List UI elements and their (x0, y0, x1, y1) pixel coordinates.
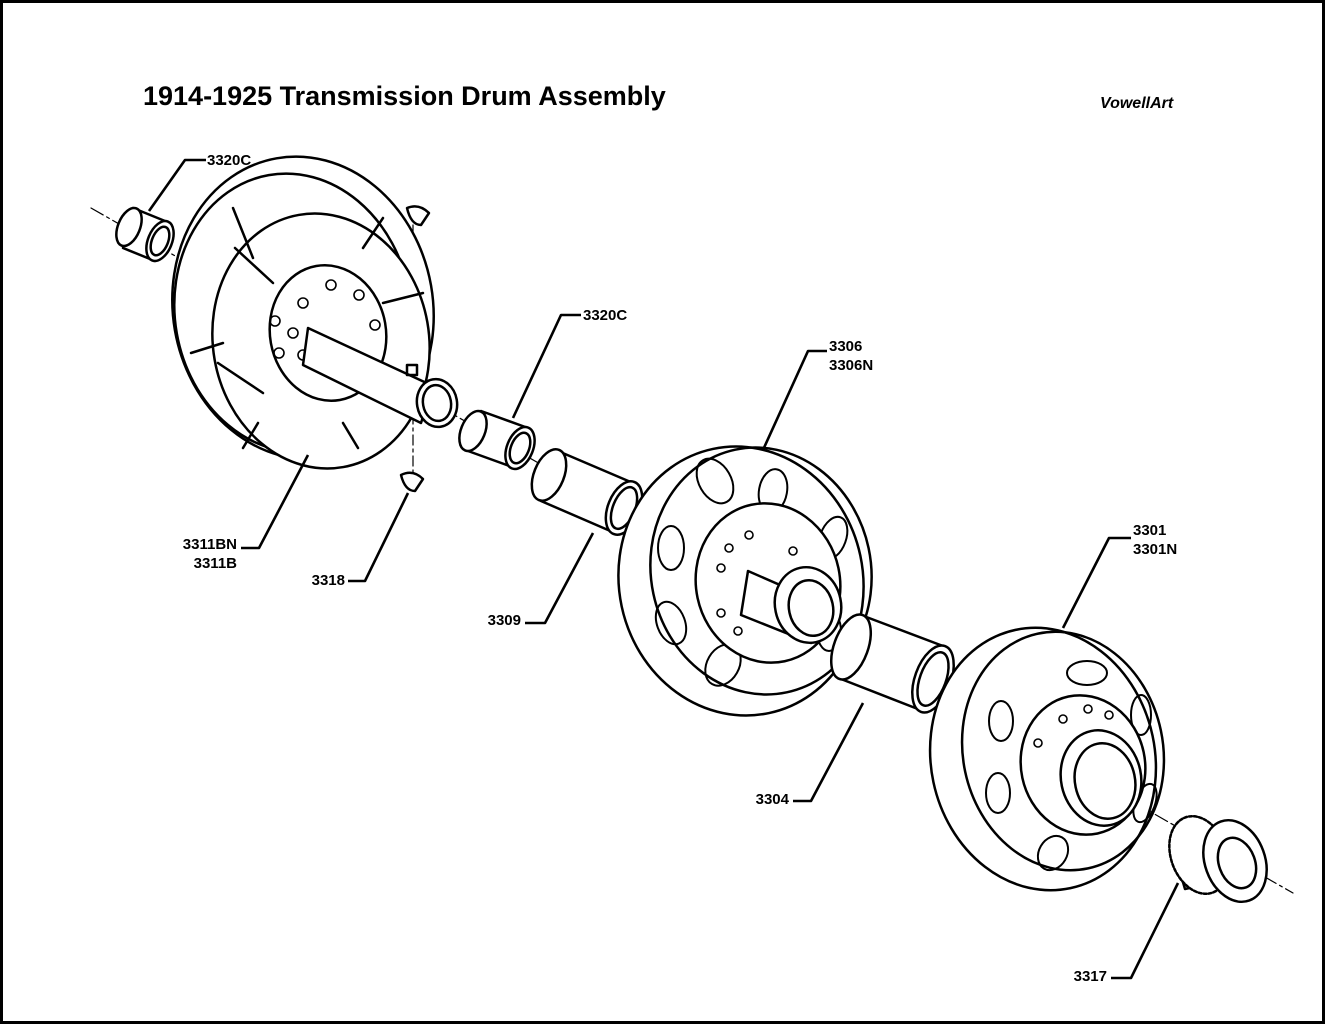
callout-label: 3311B (193, 555, 237, 572)
callout-label: 3317 (1073, 968, 1107, 985)
leader-3306 (761, 349, 827, 451)
leader-3304 (793, 702, 865, 803)
leader-3320c-left (147, 158, 206, 212)
callout-3311: 3311BN 3311B (169, 535, 237, 573)
leader-3317 (1111, 882, 1180, 980)
drum-3306 (617, 445, 873, 717)
leader-3301 (1061, 536, 1131, 629)
callout-label: 3309 (487, 612, 521, 629)
leader-3311 (241, 454, 310, 550)
callout-3318: 3318 (293, 571, 345, 590)
bushing-3320c-mid (458, 409, 536, 471)
drum-3301 (928, 626, 1166, 892)
artist-credit: VowellArt (1100, 95, 1174, 112)
callout-label: 3301 (1133, 522, 1167, 539)
callout-3304: 3304 (737, 790, 789, 809)
leader-3318 (348, 492, 410, 583)
callout-3320c-mid: 3320C (583, 306, 627, 325)
callout-label: 3318 (311, 572, 345, 589)
callout-label: 3306N (829, 357, 874, 374)
callout-label: 3320C (583, 307, 628, 324)
callout-label: 3311BN (182, 536, 237, 553)
leader-3309 (525, 532, 595, 625)
callout-3306: 3306 3306N (829, 337, 873, 375)
callout-3317: 3317 (1055, 967, 1107, 986)
callout-3309: 3309 (469, 611, 521, 630)
callout-label: 3306 (829, 338, 863, 355)
exploded-view-drawing (90, 155, 1294, 980)
diagram-title: 1914-1925 Transmission Drum Assembly (143, 81, 666, 111)
callout-3320c-left: 3320C (207, 151, 251, 170)
callout-label: 3301N (1133, 541, 1178, 558)
bushing-3320c-left (115, 206, 175, 263)
drum-3311b (171, 155, 459, 470)
key-3318 (399, 205, 431, 493)
gear-3317 (1168, 814, 1268, 904)
callout-label: 3320C (207, 152, 252, 169)
leader-3320c-mid (511, 313, 581, 419)
callout-3301: 3301 3301N (1133, 521, 1177, 559)
callout-label: 3304 (755, 791, 789, 808)
